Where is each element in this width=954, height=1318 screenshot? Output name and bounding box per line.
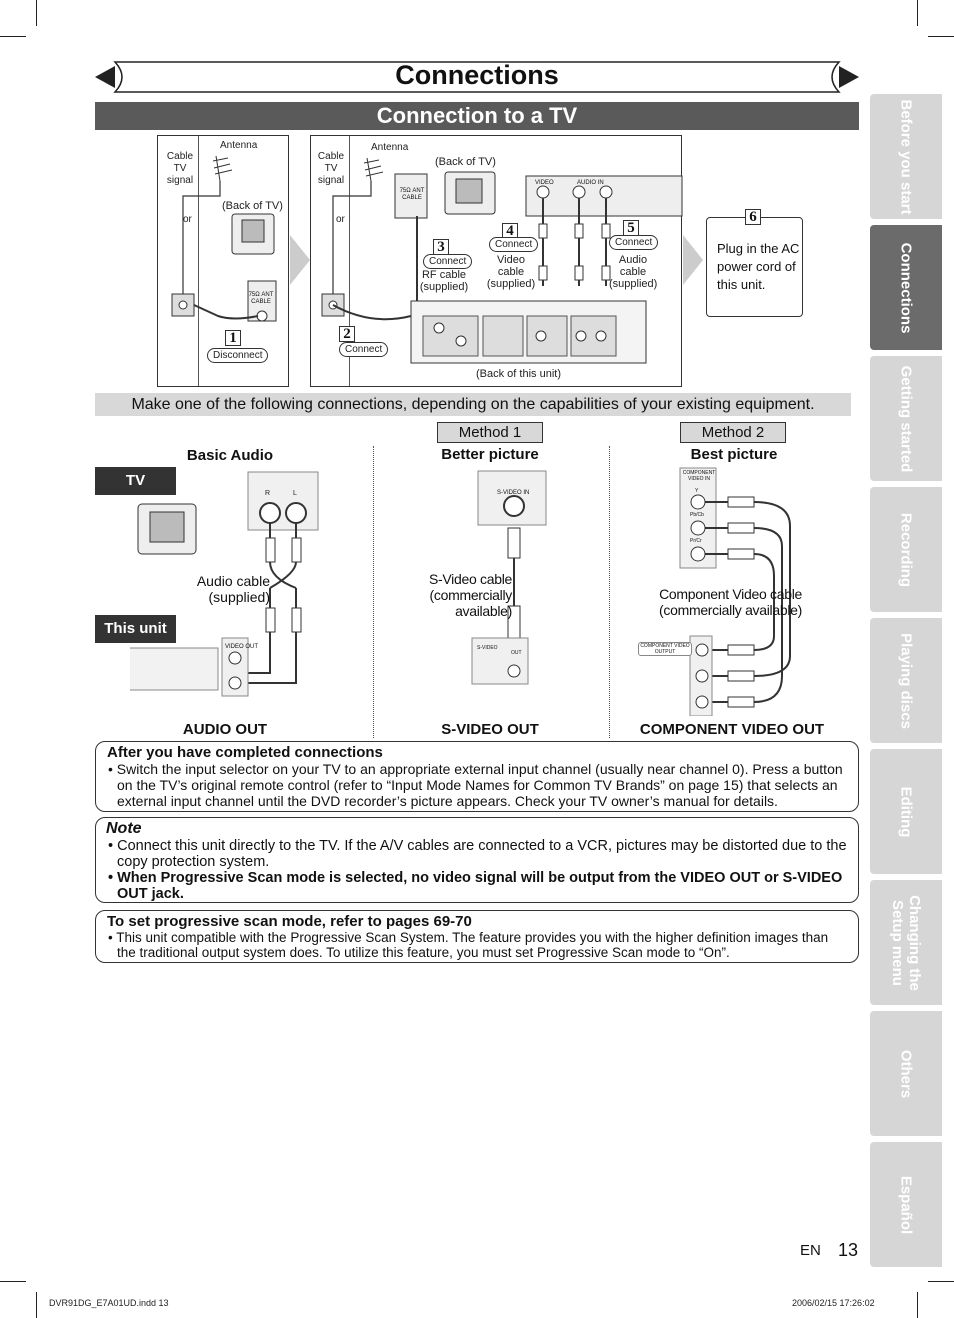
step-panel-disconnect: Cable TV signal Antenna or (Back of TV) … [157,135,289,387]
column-divider [609,446,610,738]
s-video-cable-label: S-Video cable (commercially available) [428,571,512,619]
audio-cable-label: Audio cable (supplied) [609,254,658,290]
tv-label: TV [95,467,176,495]
back-of-tv-label: (Back of TV) [435,156,496,168]
tab-connections[interactable]: Connections [870,225,942,350]
section-heading: Connection to a TV [95,102,859,130]
crop-mark [0,36,26,37]
after-text: • Switch the input selector on your TV t… [108,761,843,809]
component-connection-illustration [679,467,791,716]
basic-audio-heading: Basic Audio [186,447,274,464]
step-number: 2 [339,326,355,342]
tab-editing[interactable]: Editing [870,749,942,874]
method-1-tag: Method 1 [437,422,543,443]
video-cable-label: Video cable (supplied) [486,254,536,290]
arrow-icon [683,235,703,285]
footer-date: 2006/02/15 17:26:02 [792,1298,875,1308]
s-video-jack-label: S-VIDEO [477,645,498,651]
crop-mark [928,36,954,37]
this-unit-label: This unit [95,615,176,643]
note-item: • Connect this unit directly to the TV. … [108,838,847,870]
connect-label: Connect [489,237,539,252]
out-label: OUT [511,650,522,656]
ant-jack-label: 75Ω ANT CABLE [399,188,425,201]
r-label: R [265,490,271,497]
footer-file: DVR91DG_E7A01UD.indd 13 [49,1298,169,1308]
note-heading: Note [106,820,142,837]
crop-mark [36,0,37,26]
power-cord-text: Plug in the AC power cord of this unit. [717,241,800,292]
best-picture-heading: Best picture [690,446,778,463]
audio-connection-illustration [130,471,319,697]
back-of-tv-label: (Back of TV) [222,200,283,212]
instruction-bar: Make one of the following connections, d… [95,393,851,416]
progressive-scan-box: To set progressive scan mode, refer to p… [95,910,859,963]
tab-getting-started[interactable]: Getting started [870,356,942,481]
video-out-jack-label: VIDEO OUT [225,644,259,650]
cable-signal-label: Cable TV signal [317,151,345,186]
tab-others[interactable]: Others [870,1011,942,1136]
arrow-icon [290,235,310,285]
tab-playing-discs[interactable]: Playing discs [870,618,942,743]
or-label: or [336,214,345,225]
y-label: Y [695,488,699,494]
component-out-label: COMPONENT VIDEO OUTPUT [638,642,692,656]
pr-label: Pr/Cr [690,538,702,544]
step-number: 3 [433,239,449,255]
better-picture-heading: Better picture [441,446,539,463]
component-cable-label: Component Video cable (commercially avai… [659,586,802,618]
progressive-heading: To set progressive scan mode, refer to p… [107,913,472,930]
audio-cable-label: Audio cable (supplied) [196,573,270,605]
step-number: 1 [225,330,241,346]
pb-label: Pb/Cb [690,512,704,518]
connect-label: Connect [609,235,659,250]
language-code: EN [800,1242,821,1259]
crop-mark [0,1281,26,1282]
connect-label: Connect [423,254,473,269]
tab-recording[interactable]: Recording [870,487,942,612]
tab-before-you-start[interactable]: Before you start [870,94,942,219]
or-label: or [183,214,192,225]
note-item: • When Progressive Scan mode is selected… [108,870,843,902]
ant-jack-label: 75Ω ANT CABLE [248,292,274,305]
audio-out-label: AUDIO OUT [182,721,268,738]
back-of-unit-label: (Back of this unit) [476,368,561,380]
crop-mark [917,1292,918,1318]
step-number: 5 [623,220,639,236]
component-out-heading: COMPONENT VIDEO OUT [639,721,825,738]
method-2-tag: Method 2 [680,422,786,443]
crop-mark [36,1292,37,1318]
s-video-connection-illustration [471,470,547,685]
step-number: 6 [745,209,761,225]
antenna-tv-illustration [171,155,277,322]
note-box: Note • Connect this unit directly to the… [95,817,859,903]
column-divider [373,446,374,738]
l-label: L [293,490,297,497]
tab-setup-menu[interactable]: Changing the Setup menu [870,880,942,1005]
tab-espanol[interactable]: Español [870,1142,942,1267]
crop-mark [928,1281,954,1282]
step-panel-power: 6 Plug in the AC power cord of this unit… [706,209,803,317]
tv-audio-label: AUDIO IN [577,180,604,186]
progressive-text: • This unit compatible with the Progress… [108,930,829,960]
connection-illustration [321,157,683,364]
s-video-out-label: S-VIDEO OUT [441,721,539,738]
rf-cable-label: RF cable (supplied) [419,269,469,293]
page-title: Connections [395,60,559,90]
disconnect-label: Disconnect [207,348,269,363]
antenna-label: Antenna [220,140,258,151]
s-video-in-label: S-VIDEO IN [497,490,530,496]
after-heading: After you have completed connections [107,744,383,761]
page-number: 13 [838,1240,859,1260]
component-in-label: COMPONENT VIDEO IN [682,470,716,482]
connect-label: Connect [339,342,389,357]
step-panel-connect: Cable TV signal Antenna or (Back of TV) [310,135,683,387]
cable-signal-label: Cable TV signal [166,151,194,186]
crop-mark [917,0,918,26]
antenna-label: Antenna [371,142,409,153]
tv-video-label: VIDEO [535,180,554,186]
after-connections-box: After you have completed connections • S… [95,741,859,812]
title-banner [95,61,859,93]
